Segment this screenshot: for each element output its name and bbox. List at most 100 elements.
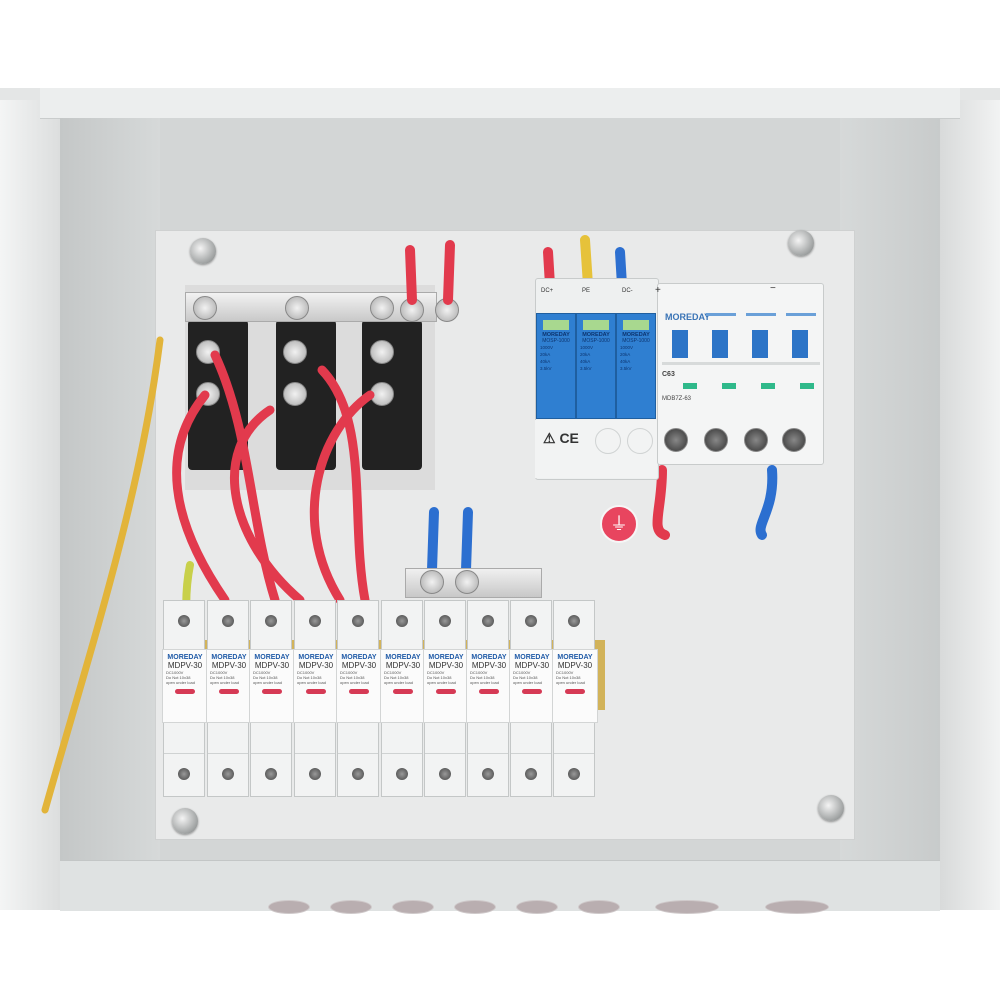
interior-shadow-right: [840, 118, 940, 898]
fuse-switch-note: Do Not 10x38: [513, 675, 538, 680]
fuse-switch-warning: open under load: [210, 680, 239, 685]
cable-gland-hole: [330, 900, 372, 914]
spd-spec-in: 20kA: [580, 352, 591, 357]
spd-module[interactable]: MOREDAY MOSP-1000 1000V 20kA 40kA 3.5kV: [616, 313, 656, 419]
terminal-icon: [525, 768, 537, 780]
spd-spec-imax: 40kA: [540, 359, 551, 364]
fuse-indicator-led: [436, 689, 456, 694]
fuse-indicator-led: [349, 689, 369, 694]
breaker-brand: MOREDAY: [665, 312, 711, 322]
terminal-icon: [352, 615, 364, 627]
breaker-status-indicator: [722, 383, 736, 389]
breaker-toggle[interactable]: [712, 330, 728, 358]
fuse-switch[interactable]: MOREDAY MDPV-30 DC1000V Do Not 10x38 ope…: [509, 600, 555, 797]
spd-terminal-label: PE: [582, 288, 591, 294]
terminal-icon: [704, 428, 728, 452]
breaker-status-indicator: [761, 383, 775, 389]
fuse-switch-brand: MOREDAY: [557, 654, 593, 661]
spd-model: MOSP-1000: [542, 338, 570, 344]
fuse-switch-voltage: DC1000V: [470, 670, 488, 675]
cable-gland-hole: [765, 900, 829, 914]
spd-brand: MOREDAY: [542, 332, 570, 338]
fuse-switch-voltage: DC1000V: [556, 670, 574, 675]
fuse-switch-label: MOREDAY MDPV-30 DC1000V Do Not 10x38 ope…: [206, 649, 252, 723]
bolt-icon: [420, 570, 444, 594]
interior-shadow-left: [60, 118, 160, 898]
breaker-toggle[interactable]: [752, 330, 768, 358]
spd-module[interactable]: MOREDAY MOSP-1000 1000V 20kA 40kA 3.5kV: [576, 313, 616, 419]
fuse-switch[interactable]: MOREDAY MDPV-30 DC1000V Do Not 10x38 ope…: [423, 600, 469, 797]
fuse-switch[interactable]: MOREDAY MDPV-30 DC1000V Do Not 10x38 ope…: [206, 600, 252, 797]
spd-spec-ucpv: 1000V: [620, 345, 634, 350]
screw-icon: [190, 238, 216, 264]
terminal-icon: [744, 428, 768, 452]
cable-gland-hole: [655, 900, 719, 914]
spd-brand: MOREDAY: [582, 332, 610, 338]
fuse-switch-warning: open under load: [427, 680, 456, 685]
fuse-switch-brand: MOREDAY: [514, 654, 550, 661]
screw-icon: [818, 795, 844, 821]
fuse-switch-label: MOREDAY MDPV-30 DC1000V Do Not 10x38 ope…: [423, 649, 469, 723]
ground-symbol-icon: ⏚: [600, 505, 638, 543]
terminal-icon: [222, 768, 234, 780]
fuse-switch-note: Do Not 10x38: [556, 675, 581, 680]
fuse-switch-voltage: DC1000V: [427, 670, 445, 675]
fuse-switch-model: MDPV-30: [254, 661, 290, 670]
bolt-icon: [370, 340, 394, 364]
fuse-switch-warning: open under load: [556, 680, 585, 685]
fuse-switch-voltage: DC1000V: [297, 670, 315, 675]
terminal-icon: [309, 768, 321, 780]
fuse-switch[interactable]: MOREDAY MDPV-30 DC1000V Do Not 10x38 ope…: [466, 600, 512, 797]
fuse-switch-model: MDPV-30: [471, 661, 507, 670]
fuse-switch-brand: MOREDAY: [341, 654, 377, 661]
spd-release-button[interactable]: [595, 428, 621, 454]
fuse-switch[interactable]: MOREDAY MDPV-30 DC1000V Do Not 10x38 ope…: [336, 600, 382, 797]
terminal-icon: [222, 615, 234, 627]
fuse-switch-model: MDPV-30: [298, 661, 334, 670]
fuse-switch-label: MOREDAY MDPV-30 DC1000V Do Not 10x38 ope…: [509, 649, 555, 723]
terminal-icon: [439, 768, 451, 780]
fuse-switch-note: Do Not 10x38: [470, 675, 495, 680]
fuse-switch-voltage: DC1000V: [166, 670, 184, 675]
fuse-switch-warning: open under load: [513, 680, 542, 685]
fuse-switch-model: MDPV-30: [428, 661, 464, 670]
fuse-switch-note: Do Not 10x38: [166, 675, 191, 680]
breaker-toggle[interactable]: [792, 330, 808, 358]
terminal-icon: [396, 615, 408, 627]
cable-gland-hole: [454, 900, 496, 914]
fuse-switch-label: MOREDAY MDPV-30 DC1000V Do Not 10x38 ope…: [380, 649, 426, 723]
fuse-switch[interactable]: MOREDAY MDPV-30 DC1000V Do Not 10x38 ope…: [162, 600, 208, 797]
ce-mark-icon: ⚠ CE: [543, 430, 579, 446]
fuse-switch-warning: open under load: [384, 680, 413, 685]
fuse-switch[interactable]: MOREDAY MDPV-30 DC1000V Do Not 10x38 ope…: [293, 600, 339, 797]
fuse-switch-brand: MOREDAY: [428, 654, 464, 661]
fuse-switch-brand: MOREDAY: [385, 654, 421, 661]
terminal-icon: [525, 615, 537, 627]
fuse-switch-voltage: DC1000V: [384, 670, 402, 675]
breaker-toggle[interactable]: [672, 330, 688, 358]
fuse-switch-model: MDPV-30: [514, 661, 550, 670]
terminal-icon: [265, 615, 277, 627]
fuse-switch-note: Do Not 10x38: [384, 675, 409, 680]
fuse-switch[interactable]: MOREDAY MDPV-30 DC1000V Do Not 10x38 ope…: [552, 600, 598, 797]
fuse-switch-voltage: DC1000V: [253, 670, 271, 675]
terminal-icon: [309, 615, 321, 627]
spd-terminal-label: DC+: [541, 288, 554, 294]
fuse-indicator-led: [522, 689, 542, 694]
spd-status-window: [543, 320, 569, 330]
fuse-switch-model: MDPV-30: [341, 661, 377, 670]
spd-module[interactable]: MOREDAY MOSP-1000 1000V 20kA 40kA 3.5kV: [536, 313, 576, 419]
enclosure-top-rim: [40, 88, 960, 119]
fuse-switch[interactable]: MOREDAY MDPV-30 DC1000V Do Not 10x38 ope…: [249, 600, 295, 797]
bolt-icon: [285, 296, 309, 320]
fuse-switch-model: MDPV-30: [211, 661, 247, 670]
spd-terminal-label: DC-: [622, 288, 633, 294]
spd-release-button[interactable]: [627, 428, 653, 454]
terminal-icon: [352, 768, 364, 780]
fuse-indicator-led: [565, 689, 585, 694]
fuse-switch-model: MDPV-30: [557, 661, 593, 670]
fuse-indicator-led: [306, 689, 326, 694]
fuse-switch[interactable]: MOREDAY MDPV-30 DC1000V Do Not 10x38 ope…: [380, 600, 426, 797]
fuse-indicator-led: [262, 689, 282, 694]
